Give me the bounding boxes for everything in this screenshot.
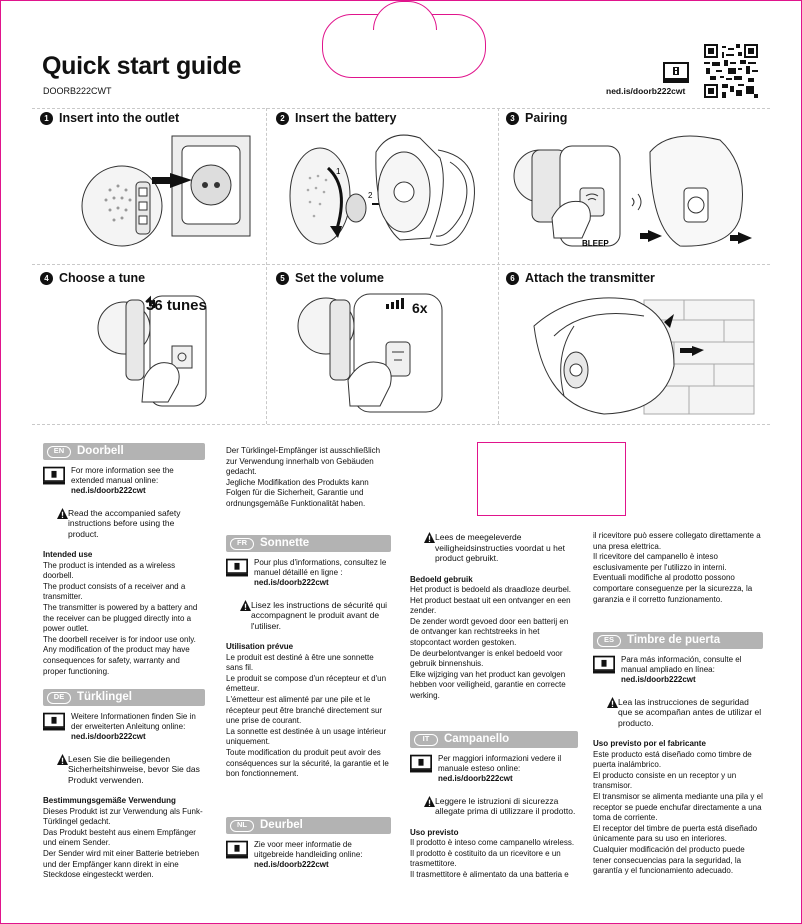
manual-monitor-icon xyxy=(593,655,615,674)
illustration-set-volume xyxy=(290,286,496,418)
illustration-insert-outlet xyxy=(80,128,260,258)
manual-url[interactable]: ned.is/doorb222cwt xyxy=(438,774,513,784)
manual-monitor-icon xyxy=(226,840,248,859)
battery-arrow-label-1: 1 xyxy=(336,167,341,176)
warning-icon xyxy=(424,795,435,807)
battery-arrow-label-2: 2 xyxy=(368,191,373,200)
page-title: Quick start guide xyxy=(42,52,242,80)
section-nl-continued: Lees de meegeleverde veiligheidsinstruct… xyxy=(410,532,571,701)
warning-icon xyxy=(57,507,68,519)
illustration-choose-tune xyxy=(96,286,264,418)
fold-marker xyxy=(322,1,486,78)
divider xyxy=(32,424,770,425)
manual-url[interactable]: ned.is/doorb222cwt xyxy=(71,732,146,742)
manual-url[interactable]: ned.is/doorb222cwt xyxy=(621,675,696,685)
manual-monitor-icon xyxy=(43,466,65,485)
warning-icon xyxy=(424,532,435,543)
warning-icon xyxy=(607,696,618,708)
manual-url[interactable]: ned.is/doorb222cwt xyxy=(71,486,146,496)
illustration-insert-battery: 1 2 xyxy=(280,128,492,258)
illustration-attach-transmitter xyxy=(514,286,762,418)
warning-icon xyxy=(57,753,68,765)
blank-box xyxy=(477,442,626,516)
manual-url[interactable]: ned.is/doorb222cwt xyxy=(606,86,686,96)
manual-monitor-icon xyxy=(43,712,65,731)
divider xyxy=(266,108,267,424)
volume-presses-label: 6x xyxy=(412,300,428,316)
tunes-count-label: 36 tunes xyxy=(146,297,207,314)
manual-monitor-icon xyxy=(410,754,432,773)
manual-monitor-icon xyxy=(226,558,248,577)
divider xyxy=(498,108,499,424)
manual-url[interactable]: ned.is/doorb222cwt xyxy=(254,578,329,588)
manual-monitor-icon xyxy=(663,62,689,83)
model-number: DOORB222CWT xyxy=(43,86,112,96)
bleep-label: BLEEP xyxy=(582,239,609,248)
manual-url[interactable]: ned.is/doorb222cwt xyxy=(254,860,329,870)
section-de-continued: Der Türklingel-Empfänger ist ausschließl… xyxy=(226,446,381,508)
qr-code[interactable] xyxy=(704,44,758,98)
warning-icon xyxy=(240,599,251,611)
illustration-pairing: BLEEP xyxy=(510,128,760,258)
divider xyxy=(32,264,770,265)
section-it-continued: il ricevitore può essere collegato diret… xyxy=(593,531,761,604)
divider xyxy=(32,108,770,109)
